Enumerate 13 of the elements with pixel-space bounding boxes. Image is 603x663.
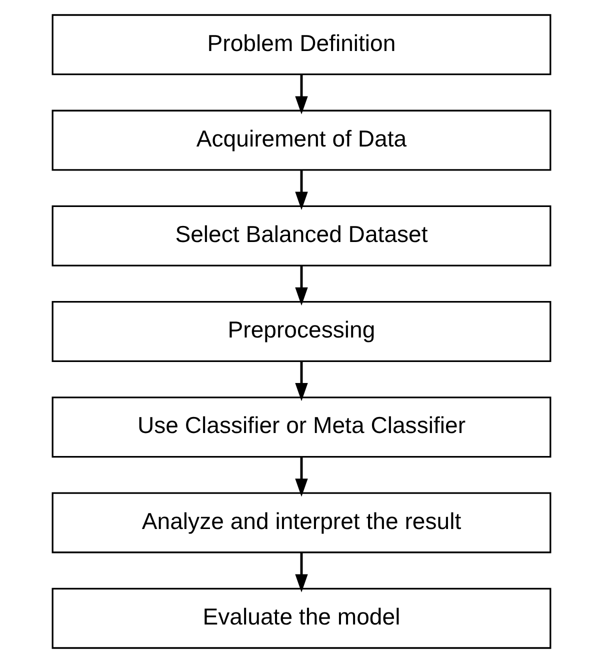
node-box: Acquirement of Data [52, 110, 552, 171]
arrow [295, 170, 308, 210]
node-box: Use Classifier or Meta Classifier [52, 396, 552, 458]
node-box: Evaluate the model [52, 588, 552, 649]
node-box: Select Balanced Dataset [52, 205, 552, 266]
arrow [295, 266, 308, 306]
arrow [295, 74, 308, 114]
arrow [295, 456, 308, 497]
arrow [295, 552, 308, 592]
node-box: Problem Definition [52, 14, 552, 76]
node-box: Preprocessing [52, 301, 552, 362]
node-box: Analyze and interpret the result [52, 492, 552, 554]
arrow [295, 361, 308, 402]
